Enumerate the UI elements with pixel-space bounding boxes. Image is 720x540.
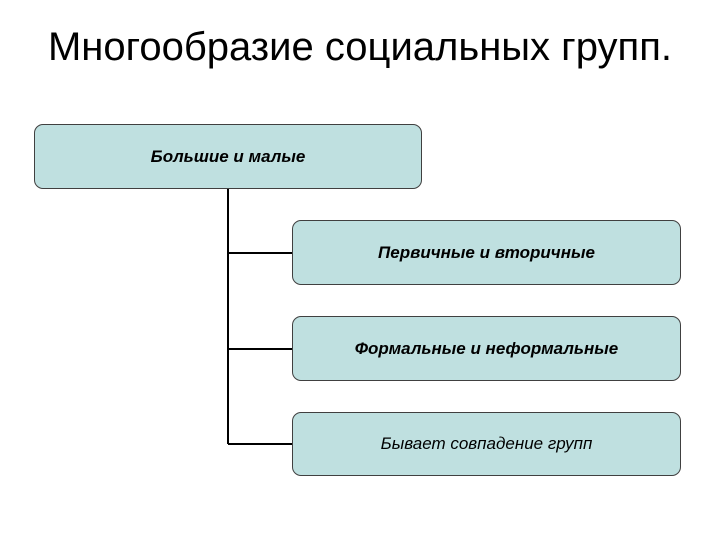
slide-title: Многообразие социальных групп. (47, 25, 672, 69)
root-node-label: Большие и малые (150, 146, 306, 166)
child-node-label: Формальные и неформальные (354, 338, 619, 358)
child-node-group-overlap: Бывает совпадение групп (292, 412, 681, 476)
child-node-label: Бывает совпадение групп (380, 434, 593, 453)
root-node: Большие и малые (34, 124, 422, 189)
child-node-primary-secondary: Первичные и вторичные (292, 220, 681, 285)
child-node-formal-informal: Формальные и неформальные (292, 316, 681, 381)
child-node-label: Первичные и вторичные (378, 242, 595, 262)
